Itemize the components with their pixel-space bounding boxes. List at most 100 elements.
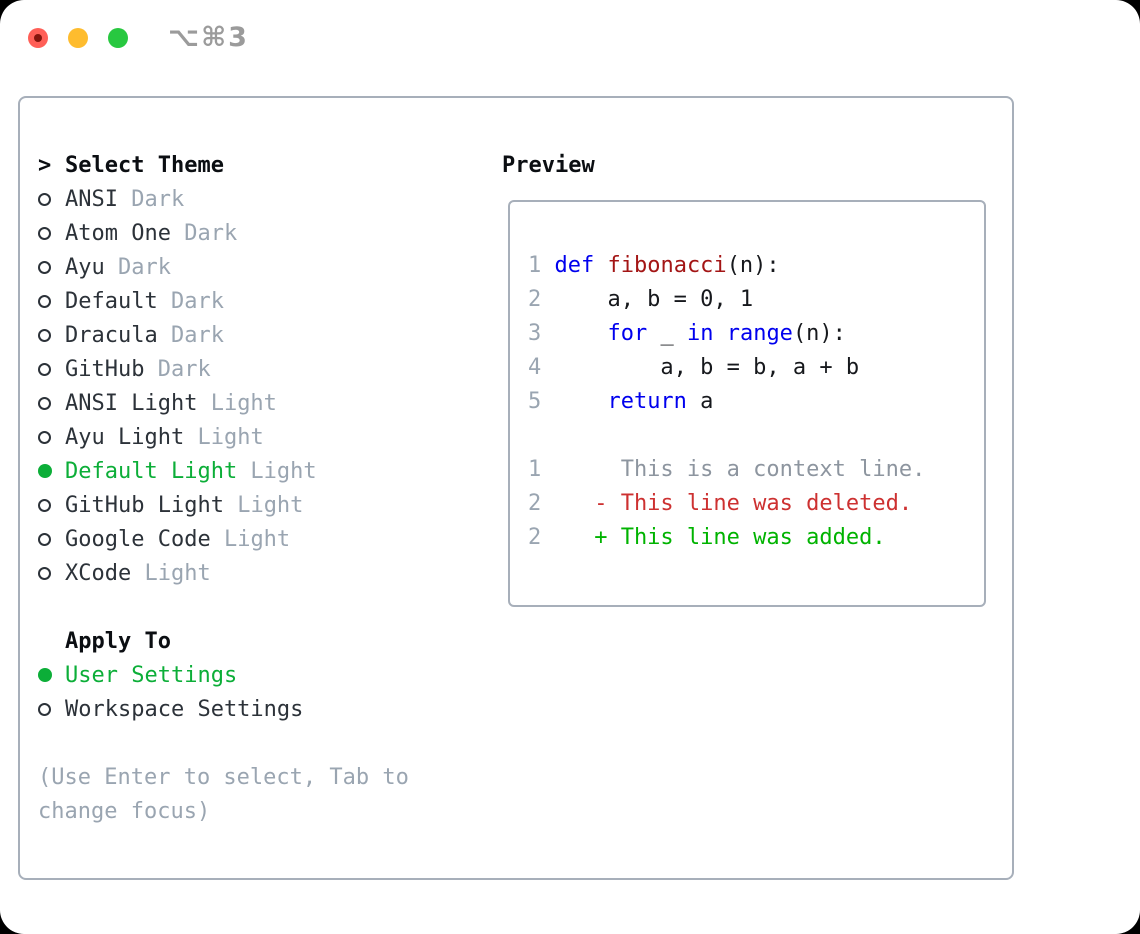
code-segment-plain: _ [647, 320, 687, 346]
radio-unselected-icon [38, 396, 51, 410]
code-segment-plain: a [686, 388, 714, 414]
variant-label: Dark [117, 186, 185, 212]
theme-option-ansi-dark[interactable]: ANSI Dark [38, 182, 488, 216]
marker [38, 498, 65, 512]
theme-option-ansi-light-light[interactable]: ANSI Light Light [38, 386, 488, 420]
theme-option-ayu-dark[interactable]: Ayu Dark [38, 250, 488, 284]
variant-label: Light [210, 526, 291, 552]
theme-option-dracula-dark[interactable]: Dracula Dark [38, 318, 488, 352]
variant-label: Light [237, 458, 317, 484]
marker [38, 668, 65, 682]
spacer [38, 590, 488, 624]
radio-unselected-icon [38, 702, 51, 716]
radio-unselected-icon [38, 498, 51, 512]
theme-option-default-light-light[interactable]: Default Light Light [38, 454, 488, 488]
unsaved-changes-dot-icon [34, 34, 42, 42]
radio-unselected-icon [38, 430, 51, 444]
theme-option-github-light-light[interactable]: GitHub Light Light [38, 488, 488, 522]
marker [38, 566, 65, 580]
minimize-button[interactable] [68, 28, 88, 48]
variant-label: Light [131, 560, 211, 586]
theme-option-default-dark[interactable]: Default Dark [38, 284, 488, 318]
apply-option-user-settings[interactable]: User Settings [38, 658, 488, 692]
preview-line: 2 - This line was deleted. [528, 486, 968, 520]
line-number: 2 [528, 524, 542, 550]
option-label: Google Code [65, 526, 211, 552]
preview-line: 3 for _ in range(n): [528, 316, 968, 350]
option-label: Atom One [65, 220, 171, 246]
option-label: GitHub Light [65, 492, 224, 518]
radio-unselected-icon [38, 532, 51, 546]
marker [38, 362, 65, 376]
preview-line [528, 418, 968, 452]
marker [38, 702, 65, 716]
option-label: Dracula [65, 322, 158, 348]
code-segment-plain: a, b = b, a + b [554, 354, 860, 380]
code-segment-plain [594, 253, 607, 278]
option-label: Default Light [65, 458, 238, 484]
radio-unselected-icon [38, 260, 51, 274]
option-label: Ayu Light [65, 424, 185, 450]
option-label: GitHub [65, 356, 145, 382]
marker [38, 532, 65, 546]
select-theme-header: > Select Theme [38, 148, 488, 182]
zoom-button[interactable] [108, 28, 128, 48]
marker [38, 430, 65, 444]
theme-option-google-code-light[interactable]: Google Code Light [38, 522, 488, 556]
theme-option-atom-one-dark[interactable]: Atom One Dark [38, 216, 488, 250]
marker [38, 464, 65, 478]
preview-line: 2 a, b = 0, 1 [528, 282, 968, 316]
preview-title: Preview [502, 152, 595, 178]
radio-selected-icon [38, 464, 52, 478]
apply-to-title: Apply To [65, 628, 171, 654]
variant-label: Dark [157, 322, 224, 348]
code-segment-keyword: def [554, 252, 595, 278]
focus-caret-icon: > [38, 152, 52, 178]
line-number: 1 [528, 252, 542, 278]
line-number: 2 [528, 490, 542, 516]
marker [38, 260, 65, 274]
code-segment-keyword: for [607, 320, 648, 346]
theme-option-xcode-light[interactable]: XCode Light [38, 556, 488, 590]
theme-option-ayu-light-light[interactable]: Ayu Light Light [38, 420, 488, 454]
radio-unselected-icon [38, 362, 51, 376]
variant-label: Dark [144, 356, 211, 382]
radio-unselected-icon [38, 192, 51, 206]
radio-unselected-icon [38, 566, 51, 580]
variant-label: Light [197, 390, 277, 416]
code-segment-deleted: - This line was deleted. [554, 490, 913, 516]
option-label: User Settings [65, 662, 238, 688]
code-segment-plain: (n): [792, 320, 846, 346]
option-label: Ayu [65, 254, 105, 280]
line-number: 5 [528, 388, 542, 414]
code-segment-plain [713, 321, 726, 346]
radio-unselected-icon [38, 294, 51, 308]
apply-option-workspace-settings[interactable]: Workspace Settings [38, 692, 488, 726]
code-segment-keyword: range [726, 320, 793, 346]
close-button[interactable] [28, 28, 48, 48]
preview-line: 4 a, b = b, a + b [528, 350, 968, 384]
radio-selected-icon [38, 668, 52, 682]
theme-option-github-dark[interactable]: GitHub Dark [38, 352, 488, 386]
code-segment-function: fibonacci [607, 252, 727, 278]
radio-unselected-icon [38, 328, 51, 342]
line-number: 4 [528, 354, 542, 380]
spacer [38, 726, 488, 760]
select-theme-title: Select Theme [65, 152, 224, 178]
marker [38, 294, 65, 308]
code-segment-plain [554, 321, 607, 346]
variant-label: Dark [157, 288, 224, 314]
option-label: ANSI Light [65, 390, 198, 416]
code-segment-keyword: in [686, 320, 714, 346]
code-segment-added: + This line was added. [554, 524, 886, 550]
option-label: ANSI [65, 186, 118, 212]
line-number: 3 [528, 320, 542, 346]
variant-label: Dark [170, 220, 238, 246]
code-segment-plain: (n): [726, 252, 780, 278]
